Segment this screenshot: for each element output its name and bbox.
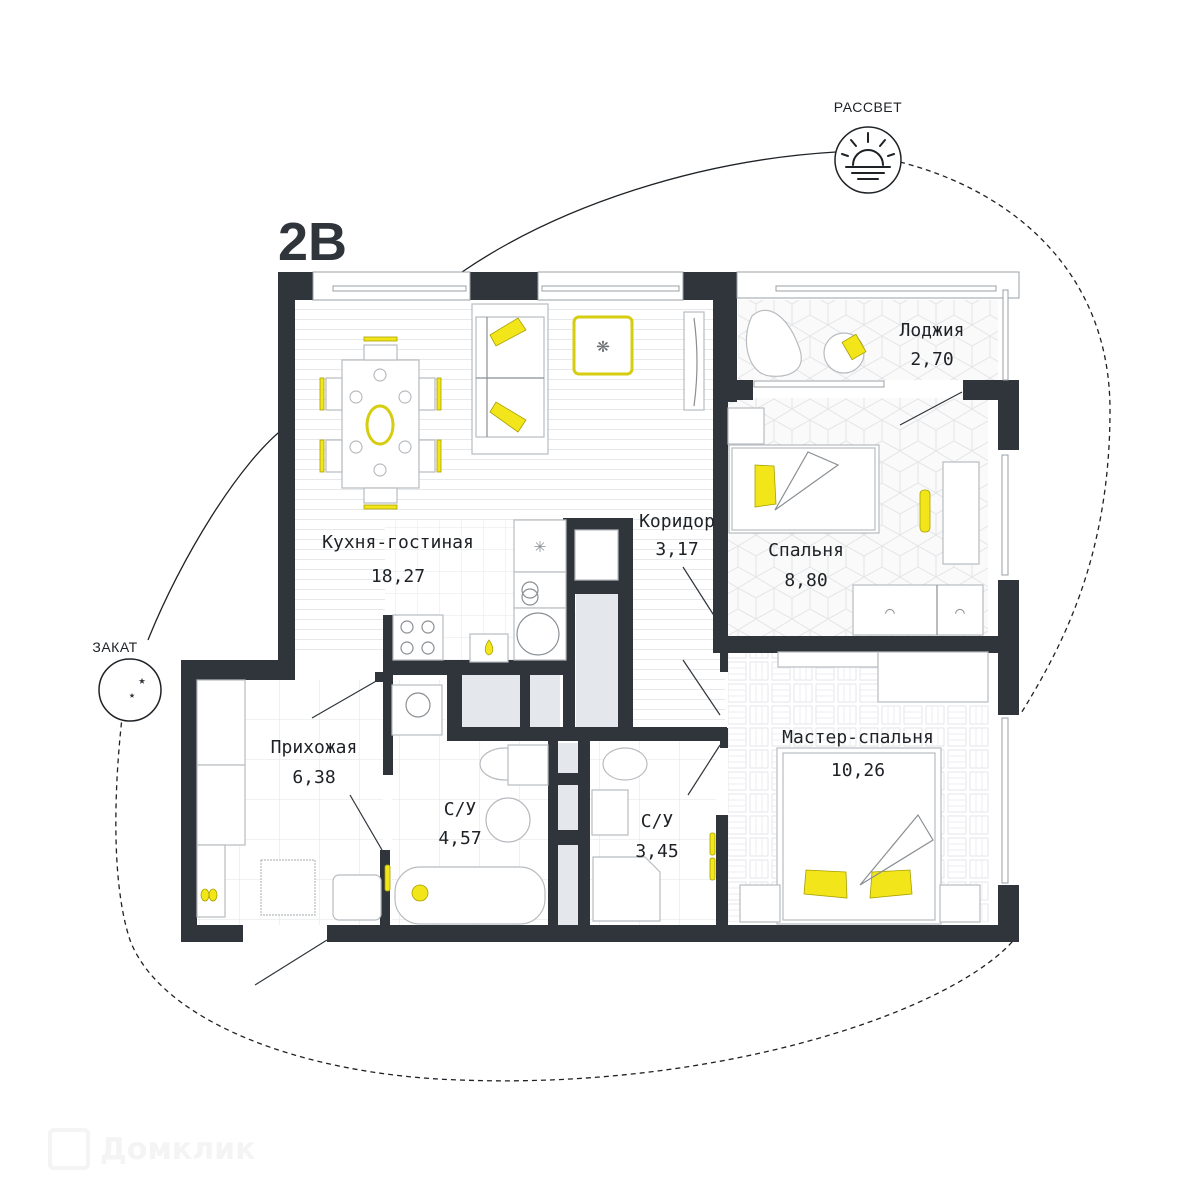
watermark: Домклик: [48, 1128, 256, 1170]
unit-title: 2В: [278, 212, 347, 272]
corridor-wardrobe: [574, 529, 619, 581]
bathroom-2-fixtures: [591, 747, 716, 922]
coffee-table: ❋: [572, 315, 634, 376]
svg-text:⌒: ⌒: [955, 602, 965, 621]
room-name-hallway: Прихожая: [271, 737, 358, 758]
bedroom-furniture: ⌒ ⌒: [727, 407, 984, 636]
room-area-corridor: 3,17: [655, 539, 698, 560]
room-area-bathroom-1: 4,57: [438, 828, 481, 849]
master-bedroom-furniture: [739, 651, 989, 925]
moon-stars-icon: ★ ★: [115, 670, 150, 709]
sunset-label: ЗАКАТ: [92, 639, 137, 655]
room-name-loggia: Лоджия: [899, 320, 964, 341]
dining-set: [319, 336, 442, 510]
hallway-furniture: [196, 679, 382, 921]
room-name-bedroom: Спальня: [768, 540, 844, 561]
svg-text:★: ★: [129, 690, 135, 701]
sofa: [471, 303, 549, 455]
utility-shafts: [462, 594, 618, 925]
room-name-kitchen-living: Кухня-гостиная: [322, 532, 474, 553]
room-name-bathroom-2: С/У: [641, 811, 674, 832]
svg-text:❋: ❋: [596, 333, 609, 358]
sunrise-label: РАССВЕТ: [834, 99, 902, 115]
room-area-bathroom-2: 3,45: [635, 841, 678, 862]
room-name-master-bedroom: Мастер-спальня: [782, 727, 934, 748]
svg-text:✳: ✳: [534, 533, 546, 557]
door-swings: [254, 391, 963, 986]
bathroom-1-fixtures: [384, 684, 549, 925]
svg-text:★: ★: [138, 673, 145, 687]
floor-corridor: [625, 520, 725, 740]
svg-text:⌒: ⌒: [885, 602, 895, 621]
room-area-loggia: 2,70: [910, 349, 953, 370]
sunrise-icon: [841, 132, 895, 180]
loggia-furniture: [745, 309, 867, 377]
room-area-master-bedroom: 10,26: [831, 760, 885, 781]
sunrise-marker: РАССВЕТ: [834, 99, 902, 194]
sunset-marker: ЗАКАТ ★ ★: [92, 639, 162, 722]
room-area-kitchen-living: 18,27: [371, 566, 425, 587]
tv-unit: [683, 311, 705, 411]
room-area-bedroom: 8,80: [784, 570, 827, 591]
sun-path: [115, 151, 1111, 1082]
room-name-corridor: Коридор: [639, 511, 715, 532]
room-name-bathroom-1: С/У: [444, 799, 477, 820]
room-area-hallway: 6,38: [292, 767, 335, 788]
house-logo-icon: [48, 1128, 90, 1170]
watermark-text: Домклик: [100, 1131, 256, 1167]
kitchen-set: ✳: [392, 519, 567, 663]
windows: [312, 271, 1020, 884]
